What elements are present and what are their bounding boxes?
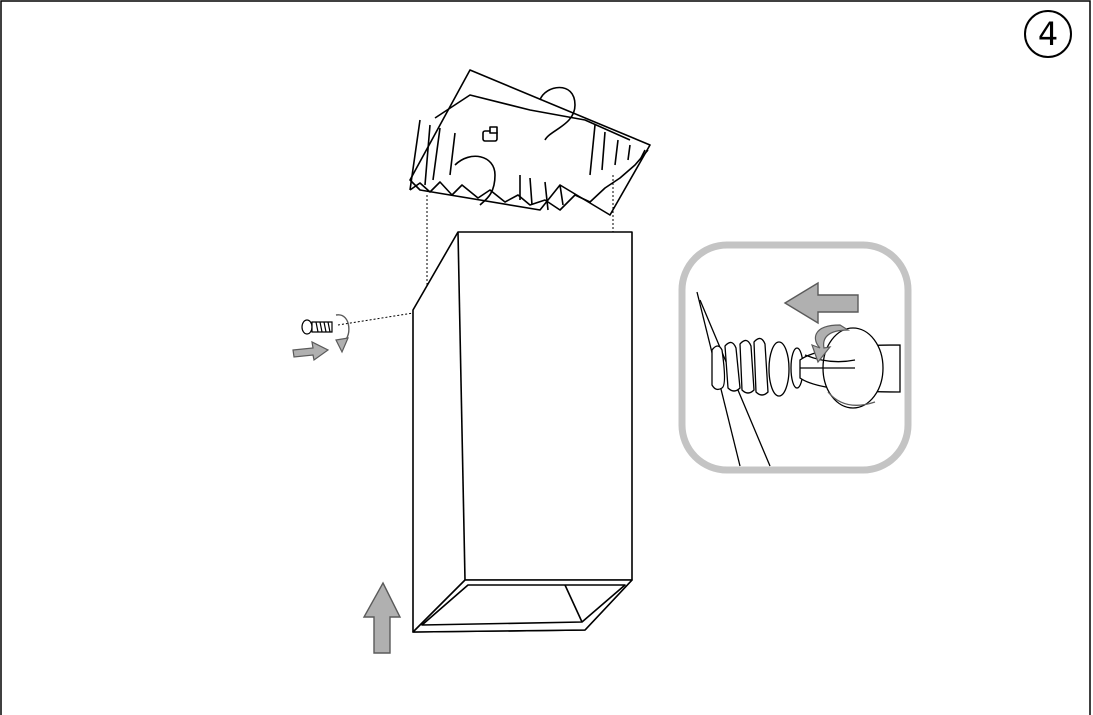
alignment-guides (337, 175, 614, 326)
rotate-arrow-icon (811, 324, 851, 364)
rotation-arrow-icon (335, 314, 350, 354)
direction-arrow-icon (783, 281, 859, 325)
up-arrow-icon (362, 581, 402, 654)
fixture-body (412, 231, 633, 633)
screw-head (768, 341, 804, 397)
push-arrow-icon (292, 340, 330, 362)
detail-inset (678, 241, 912, 474)
ceiling-mount-bracket (409, 69, 651, 216)
screw-icon (301, 319, 333, 335)
screw-threads (711, 337, 769, 396)
step-number: 4 (1037, 15, 1059, 53)
step-number-badge: 4 (1024, 10, 1072, 58)
